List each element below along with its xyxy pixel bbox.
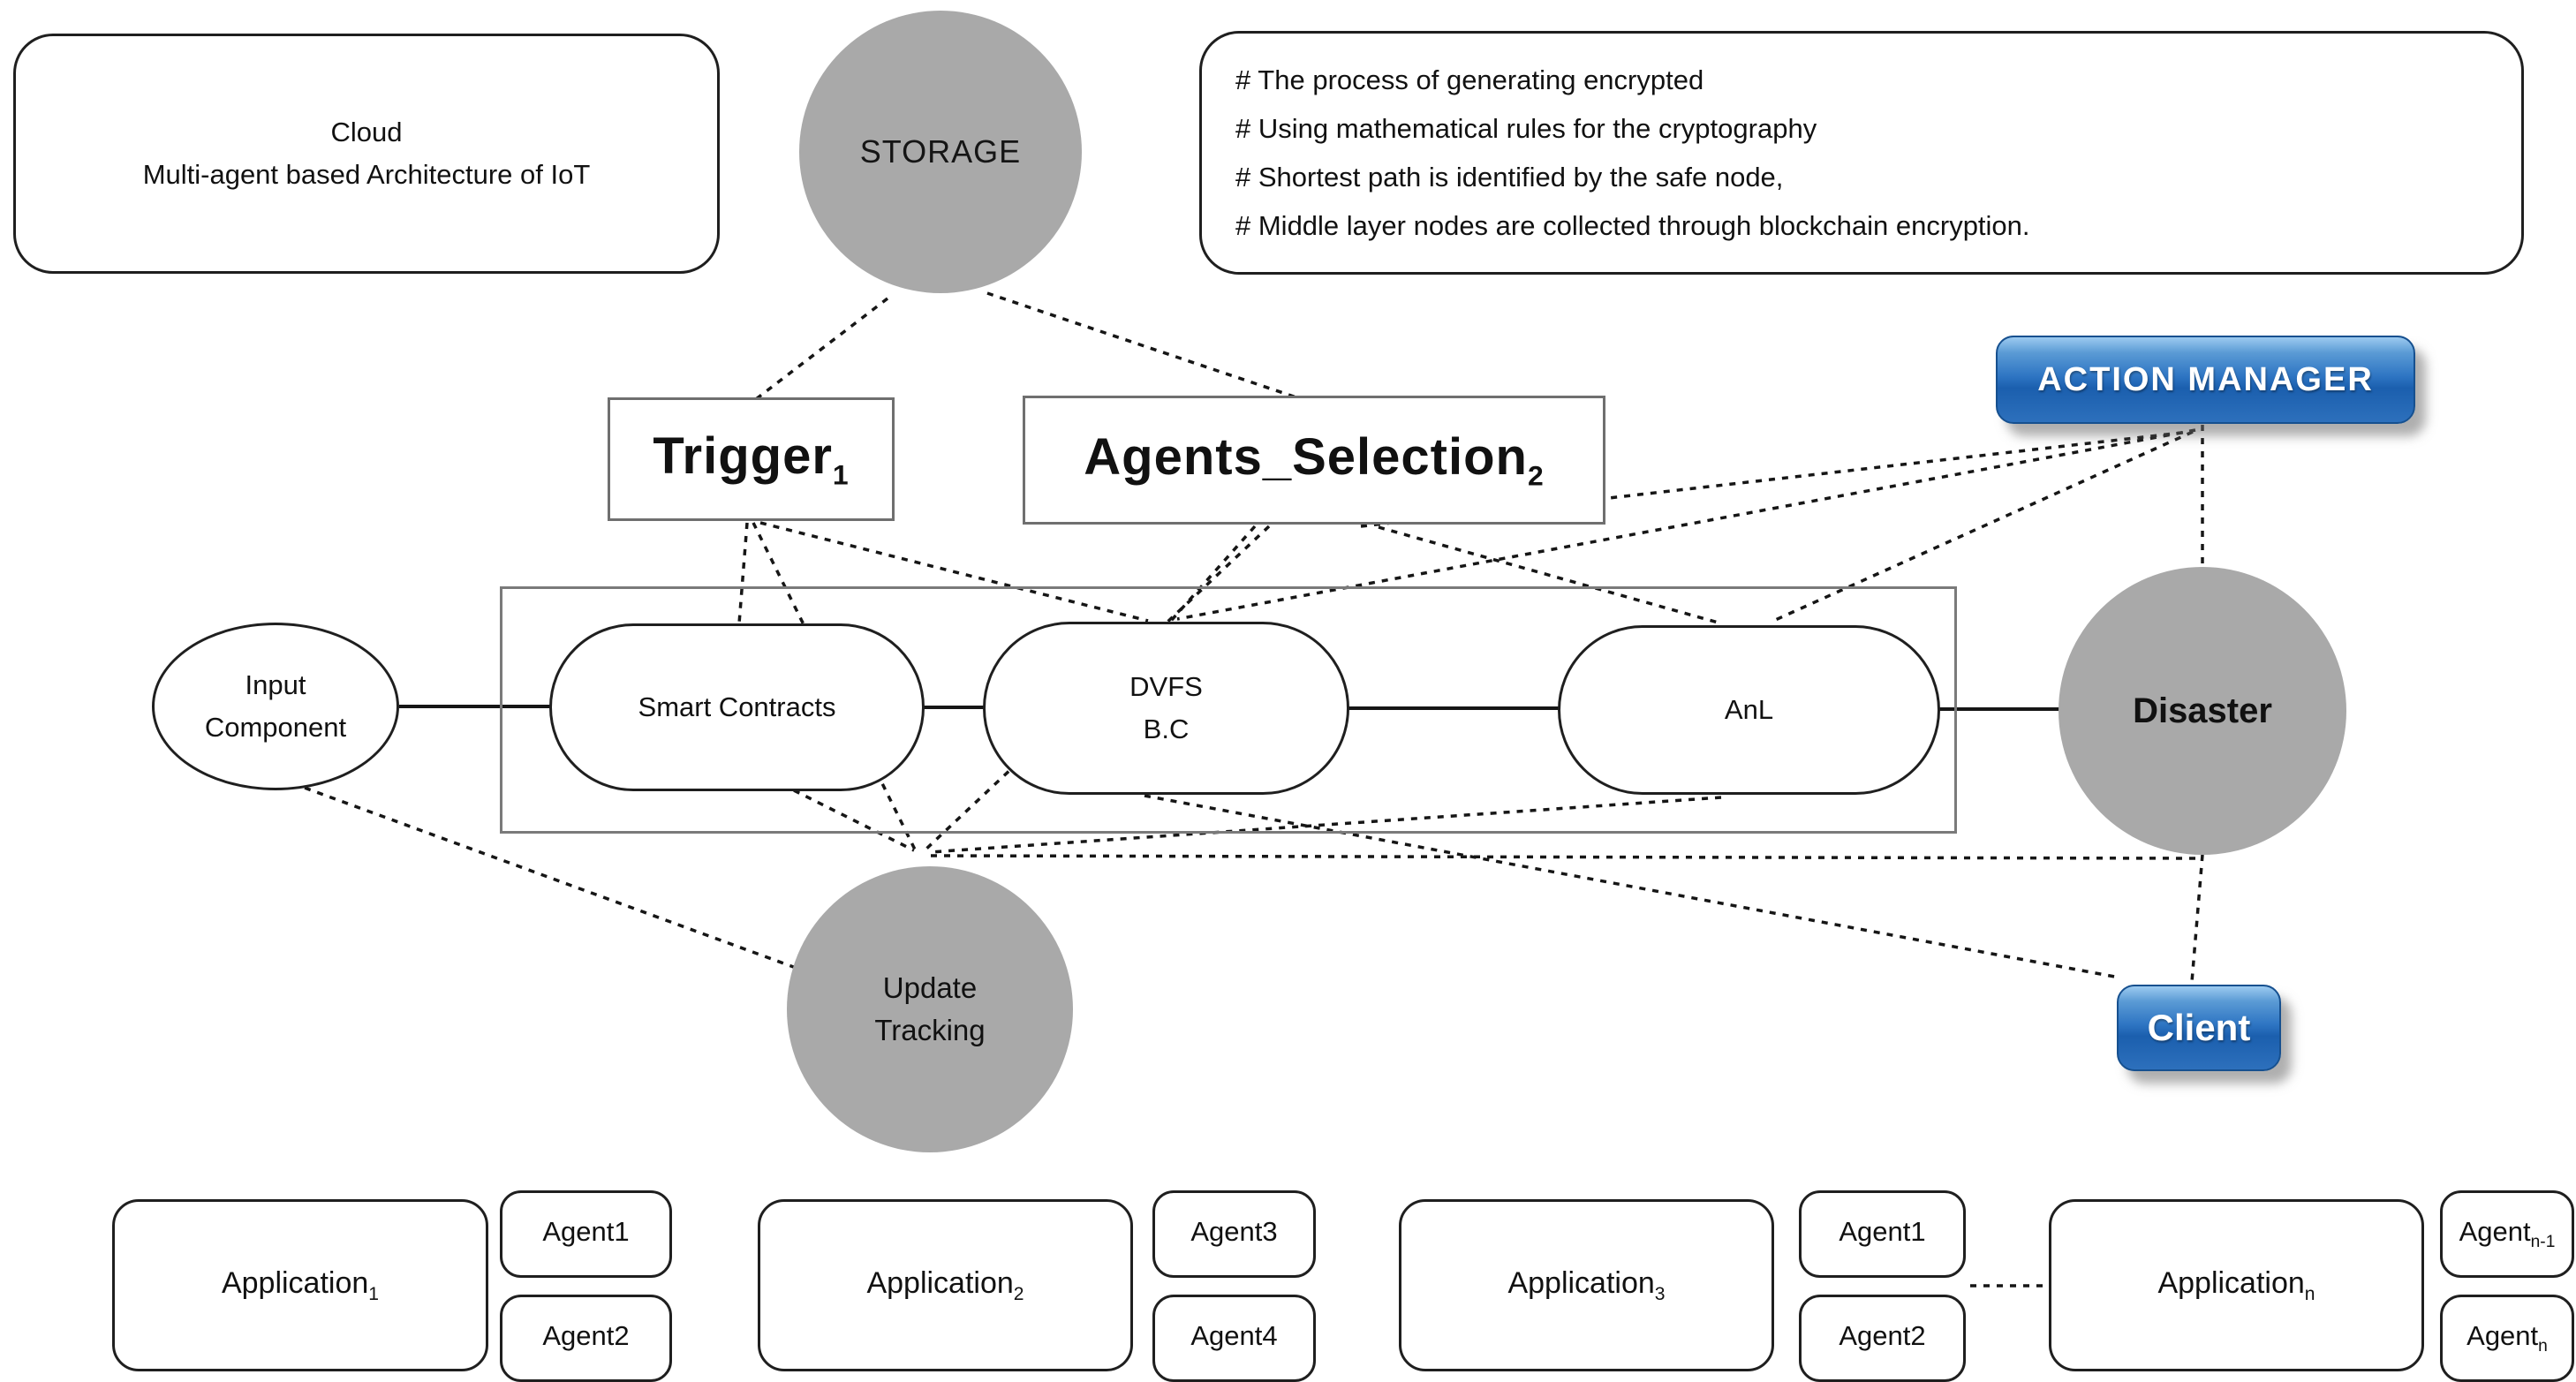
- agent-box-2-1: Agent3: [1152, 1190, 1316, 1278]
- agent-box-1-2: Agent2: [500, 1295, 672, 1382]
- dvfs-node: DVFS B.C: [983, 622, 1349, 795]
- smart-contracts-label: Smart Contracts: [638, 691, 836, 722]
- agent-2-2-label: Agent4: [1190, 1319, 1278, 1351]
- update-tracking-line1: Update: [882, 971, 978, 1005]
- agents-selection-label: Agents_Selection2: [1084, 428, 1545, 492]
- action-manager-label: ACTION MANAGER: [2037, 360, 2374, 398]
- agent-3-2-label: Agent2: [1839, 1319, 1926, 1351]
- agent-box-3-1: Agent1: [1799, 1190, 1966, 1278]
- input-component-line2: Component: [204, 712, 347, 743]
- agents-selection-node: Agents_Selection2: [1023, 396, 1605, 525]
- info-box: # The process of generating encrypted # …: [1199, 31, 2524, 275]
- connector-line: [754, 297, 889, 401]
- anl-node: AnL: [1558, 625, 1940, 795]
- cloud-box: Cloud Multi-agent based Architecture of …: [13, 34, 720, 274]
- agent-box-3-2: Agent2: [1799, 1295, 1966, 1382]
- smart-contracts-node: Smart Contracts: [549, 623, 925, 791]
- client-label: Client: [2147, 1007, 2251, 1048]
- trigger-label: Trigger1: [653, 427, 850, 491]
- agent-box-n-2: Agentn: [2440, 1295, 2574, 1382]
- update-tracking-line2: Tracking: [874, 1014, 986, 1046]
- agent-n-2-label: Agentn: [2466, 1319, 2548, 1356]
- agent-box-1-1: Agent1: [500, 1190, 672, 1278]
- anl-label: AnL: [1724, 693, 1774, 725]
- connector-line: [930, 854, 2201, 860]
- cloud-box-line1: Cloud: [330, 116, 403, 147]
- connector-line: [759, 521, 1149, 623]
- disaster-label: Disaster: [2133, 691, 2272, 730]
- storage-node: STORAGE: [799, 11, 1082, 293]
- application-n-label: Applicationn: [2157, 1265, 2315, 1304]
- application-3-label: Application3: [1507, 1265, 1666, 1304]
- storage-label: STORAGE: [859, 133, 1022, 170]
- connector-line: [793, 789, 915, 852]
- agent-2-1-label: Agent3: [1190, 1215, 1278, 1247]
- application-box-1: Application1: [112, 1199, 488, 1371]
- application-box-2: Application2: [758, 1199, 1133, 1371]
- connector-line: [2190, 854, 2204, 983]
- agent-1-1-label: Agent1: [542, 1215, 630, 1247]
- agent-n-1-label: Agentn-1: [2459, 1215, 2556, 1252]
- info-line-2: # Using mathematical rules for the crypt…: [1235, 112, 1817, 144]
- agent-box-n-1: Agentn-1: [2440, 1190, 2574, 1278]
- application-1-label: Application1: [221, 1265, 380, 1304]
- connector-line: [1144, 794, 2120, 979]
- connector-line: [291, 782, 799, 970]
- info-line-3: # Shortest path is identified by the saf…: [1235, 162, 1784, 193]
- connector-line: [737, 522, 749, 624]
- input-component-line1: Input: [245, 668, 306, 700]
- cloud-box-line2: Multi-agent based Architecture of IoT: [142, 159, 591, 190]
- dvfs-line2: B.C: [1143, 714, 1190, 744]
- application-2-label: Application2: [866, 1265, 1024, 1304]
- application-box-3: Application3: [1399, 1199, 1774, 1371]
- connector-line: [1771, 430, 2194, 623]
- info-line-4: # Middle layer nodes are collected throu…: [1235, 210, 2030, 242]
- trigger-node: Trigger1: [608, 397, 895, 521]
- input-component-node: Input Component: [152, 623, 399, 790]
- client-button: Client: [2117, 985, 2281, 1071]
- application-box-n: Applicationn: [2049, 1199, 2424, 1371]
- middle-container: [500, 586, 1957, 834]
- connector-line: [986, 291, 1297, 399]
- info-line-1: # The process of generating encrypted: [1235, 64, 1704, 95]
- agent-3-1-label: Agent1: [1839, 1215, 1926, 1247]
- dvfs-line1: DVFS: [1129, 670, 1203, 702]
- connector-line: [1360, 430, 2190, 528]
- update-tracking-node: Update Tracking: [787, 866, 1073, 1152]
- action-manager-button: ACTION MANAGER: [1996, 336, 2415, 424]
- connector-line: [1378, 525, 1722, 625]
- agent-1-2-label: Agent2: [542, 1319, 630, 1351]
- connector-line: [752, 522, 918, 854]
- disaster-node: Disaster: [2059, 567, 2346, 855]
- agent-box-2-2: Agent4: [1152, 1295, 1316, 1382]
